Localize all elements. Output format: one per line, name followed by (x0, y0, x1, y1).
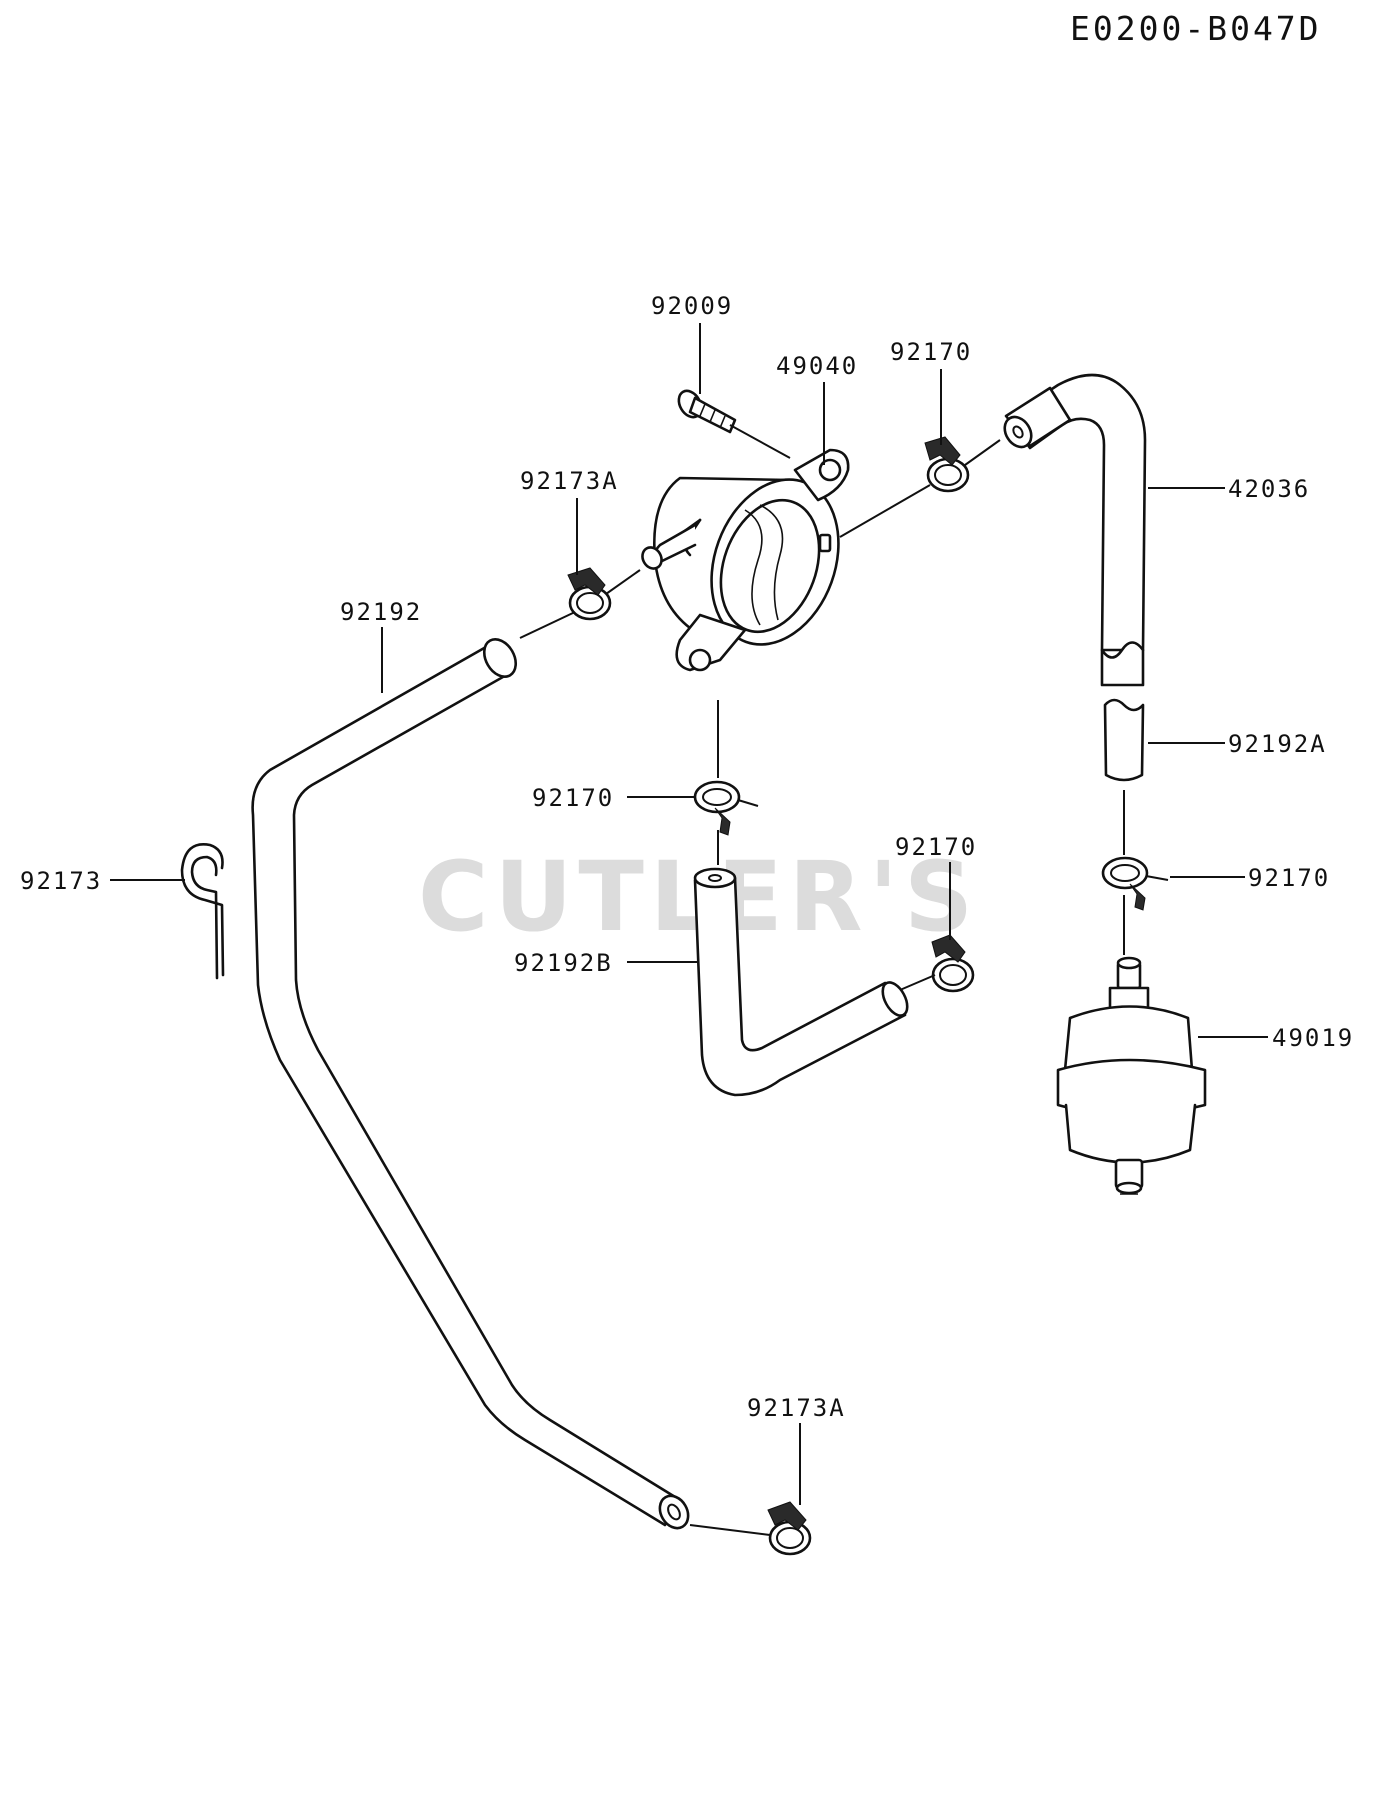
screw-92009 (677, 389, 737, 434)
callout-49019: 49019 (1272, 1024, 1354, 1052)
clamp-92170-lower (931, 934, 975, 993)
callout-92170-lower: 92170 (895, 833, 977, 861)
callout-92009: 92009 (651, 292, 733, 320)
clamp-92170-mid (693, 780, 759, 836)
clamp-92173A-bottom (767, 1501, 812, 1556)
callout-92192A: 92192A (1228, 730, 1327, 758)
callout-42036: 42036 (1228, 475, 1310, 503)
assembly-lines (519, 424, 1125, 1536)
callout-92170-mid: 92170 (532, 784, 614, 812)
fuel-pump-49040 (641, 448, 850, 672)
hose-92192B (693, 867, 909, 1097)
callout-92192: 92192 (340, 598, 422, 626)
clip-92173 (180, 843, 225, 980)
fuel-filter-49019 (1056, 956, 1207, 1195)
hose-piece-92192A (1103, 698, 1145, 782)
clamp-92170-right (1101, 856, 1169, 911)
leader-lines (110, 323, 1268, 1505)
callout-92170-top: 92170 (890, 338, 972, 366)
fuel-hose-92192 (251, 638, 690, 1530)
callout-92192B: 92192B (514, 949, 613, 977)
callout-92173A-bottom: 92173A (747, 1394, 846, 1422)
clamp-92170-top (924, 436, 970, 493)
diagram-code: E0200-B047D (1070, 9, 1322, 48)
callout-92170-right: 92170 (1248, 864, 1330, 892)
callout-92173A-top: 92173A (520, 467, 619, 495)
fuel-hose-42036 (1003, 373, 1147, 687)
callout-92173: 92173 (20, 867, 102, 895)
callout-49040: 49040 (776, 352, 858, 380)
